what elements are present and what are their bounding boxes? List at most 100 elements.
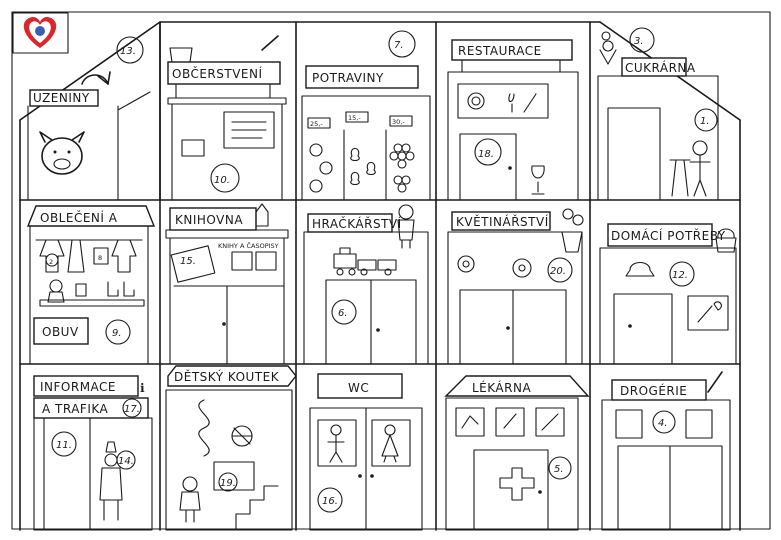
man-icon xyxy=(327,424,345,463)
roof-left xyxy=(19,21,161,201)
doll-figure xyxy=(397,204,415,249)
ladle-icon xyxy=(697,301,722,323)
toothbrush-icon xyxy=(707,371,723,393)
shop-cukrarna-number-2: 1. xyxy=(700,116,710,127)
shop-obleceni-label: OBLEČENÍ A xyxy=(40,210,118,225)
shop-potraviny-label: POTRAVINY xyxy=(312,71,384,85)
shop-informace: INFORMACE ℹ A TRAFIKA 17. 11. 14. xyxy=(33,375,153,531)
shop-uzeniny-number: 13. xyxy=(120,46,136,57)
shop-lekarna: LÉKÁRNA 5. xyxy=(444,375,590,531)
stairs-icon xyxy=(235,485,279,531)
shop-knihovna-subsign: KNIHY A ČASOPISY xyxy=(218,241,279,250)
arrow-icon xyxy=(81,74,109,85)
shop-kvetinarstvi: KVĚTINÁŘSTVÍ 20. xyxy=(447,208,584,365)
shop-detsky-number: 19. xyxy=(220,478,236,489)
price-tag-clothes-1: 2 xyxy=(49,258,53,266)
info-icon: ℹ xyxy=(140,381,145,395)
shop-kvetinarstvi-number: 20. xyxy=(550,266,566,277)
shop-kvetinarstvi-label: KVĚTINÁŘSTVÍ xyxy=(456,214,549,229)
shop-drogerie: DROGÉRIE 4. xyxy=(601,371,731,531)
shop-uzeniny-label: UZENINY xyxy=(33,91,90,105)
shop-domaci-potreby: DOMÁCÍ POTŘEBY 12. xyxy=(599,223,737,365)
shop-obleceni-number: 9. xyxy=(112,328,122,339)
child-figure xyxy=(179,476,201,523)
shop-assistant-figure xyxy=(47,291,65,303)
cutlery-icon xyxy=(508,93,537,113)
bottle-icon xyxy=(615,409,643,439)
table-icon xyxy=(669,159,691,197)
shop-hrackarstvi-number: 6. xyxy=(338,308,348,319)
shop-knihovna-label: KNIHOVNA xyxy=(175,213,243,227)
shop-restaurace: RESTAURACE 18. xyxy=(447,39,579,201)
shop-drogerie-label: DROGÉRIE xyxy=(620,383,687,398)
shop-hrackarstvi-label: HRAČKÁŘSTVÍ xyxy=(312,216,402,231)
shop-uzeniny: UZENINY 13. xyxy=(27,36,151,201)
shop-knihovna-number: 15. xyxy=(180,256,196,267)
shop-informace-label: INFORMACE xyxy=(40,380,116,394)
shop-informace-number-2: 11. xyxy=(56,440,72,451)
heart-logo-icon xyxy=(12,12,69,54)
shop-hrackarstvi: HRAČKÁŘSTVÍ 6. xyxy=(303,204,429,365)
shop-cukrarna: 3. CUKRÁRNA 1. xyxy=(597,27,719,201)
guard-figure xyxy=(99,441,123,521)
shop-obcerstveni: OBČERSTVENÍ 10. xyxy=(167,35,287,201)
pill-icon xyxy=(495,407,525,437)
cross-icon xyxy=(499,467,535,501)
shop-restaurace-number: 18. xyxy=(478,149,494,160)
teapot-icon xyxy=(715,228,737,253)
bottle-icon xyxy=(255,203,269,227)
shop-restaurace-label: RESTAURACE xyxy=(458,44,542,58)
shop-detsky-label: DĚTSKÝ KOUTEK xyxy=(174,369,280,384)
glass-icon xyxy=(531,165,545,195)
woman-icon xyxy=(381,424,399,463)
shoes-icon xyxy=(107,281,135,297)
pig-icon xyxy=(39,131,85,175)
shop-potraviny-number: 7. xyxy=(394,40,404,51)
menu-board xyxy=(223,111,275,149)
shop-lekarna-label: LÉKÁRNA xyxy=(472,380,531,395)
grapes-icon xyxy=(389,143,415,193)
shop-wc-number: 16. xyxy=(322,496,338,507)
shop-wc-label: WC xyxy=(348,381,369,395)
shop-obcerstveni-label: OBČERSTVENÍ xyxy=(172,66,263,81)
shop-cukrarna-label: CUKRÁRNA xyxy=(625,60,696,75)
price-tag-3: 30,- xyxy=(392,118,405,126)
shop-lekarna-number: 5. xyxy=(554,464,564,475)
shop-informace-label-2: A TRAFIKA xyxy=(42,402,109,416)
price-tag-2: 15,- xyxy=(348,114,361,122)
slide-icon xyxy=(198,399,210,457)
pen-icon xyxy=(261,35,279,51)
price-tag-1: 25,- xyxy=(310,120,323,128)
waiter-figure xyxy=(669,140,711,197)
pot-icon xyxy=(625,261,655,277)
train-icon xyxy=(333,247,397,276)
plate-icon xyxy=(467,92,485,110)
fruit-icon xyxy=(309,143,376,193)
clothes-icon xyxy=(39,239,137,273)
toy-blocks-icon xyxy=(213,461,255,491)
ice-cream-icon xyxy=(599,49,617,65)
flower-vase-icon xyxy=(561,208,584,253)
shop-informace-number: 17. xyxy=(124,404,140,415)
stethoscope-icon xyxy=(455,407,485,437)
price-tag-clothes-2: 8 xyxy=(98,254,102,262)
shop-drogerie-number: 4. xyxy=(658,418,668,429)
shop-knihovna: KNIHOVNA 15. KNIHY A ČASOPISY xyxy=(165,203,289,365)
syringe-icon xyxy=(535,407,565,437)
perfume-icon xyxy=(685,409,713,439)
shop-obleceni: OBLEČENÍ A 2 8 OBUV 9. xyxy=(26,205,156,365)
picture-border xyxy=(11,11,771,530)
shop-potraviny: 7. POTRAVINY 25,- 15,- 30,- xyxy=(301,30,431,201)
shop-detsky-koutek: DĚTSKÝ KOUTEK 19. xyxy=(165,365,297,531)
shop-wc: WC 16. xyxy=(309,373,423,531)
shop-obcerstveni-number: 10. xyxy=(214,175,230,186)
flower-pot-icon xyxy=(169,47,193,63)
shop-domaci-label: DOMÁCÍ POTŘEBY xyxy=(611,228,726,243)
flowers-icon xyxy=(457,255,532,278)
shop-obleceni-label-2: OBUV xyxy=(42,325,79,339)
shop-domaci-number: 12. xyxy=(672,270,688,281)
shop-informace-number-3: 14. xyxy=(118,456,134,467)
shop-cukrarna-number: 3. xyxy=(634,36,644,47)
